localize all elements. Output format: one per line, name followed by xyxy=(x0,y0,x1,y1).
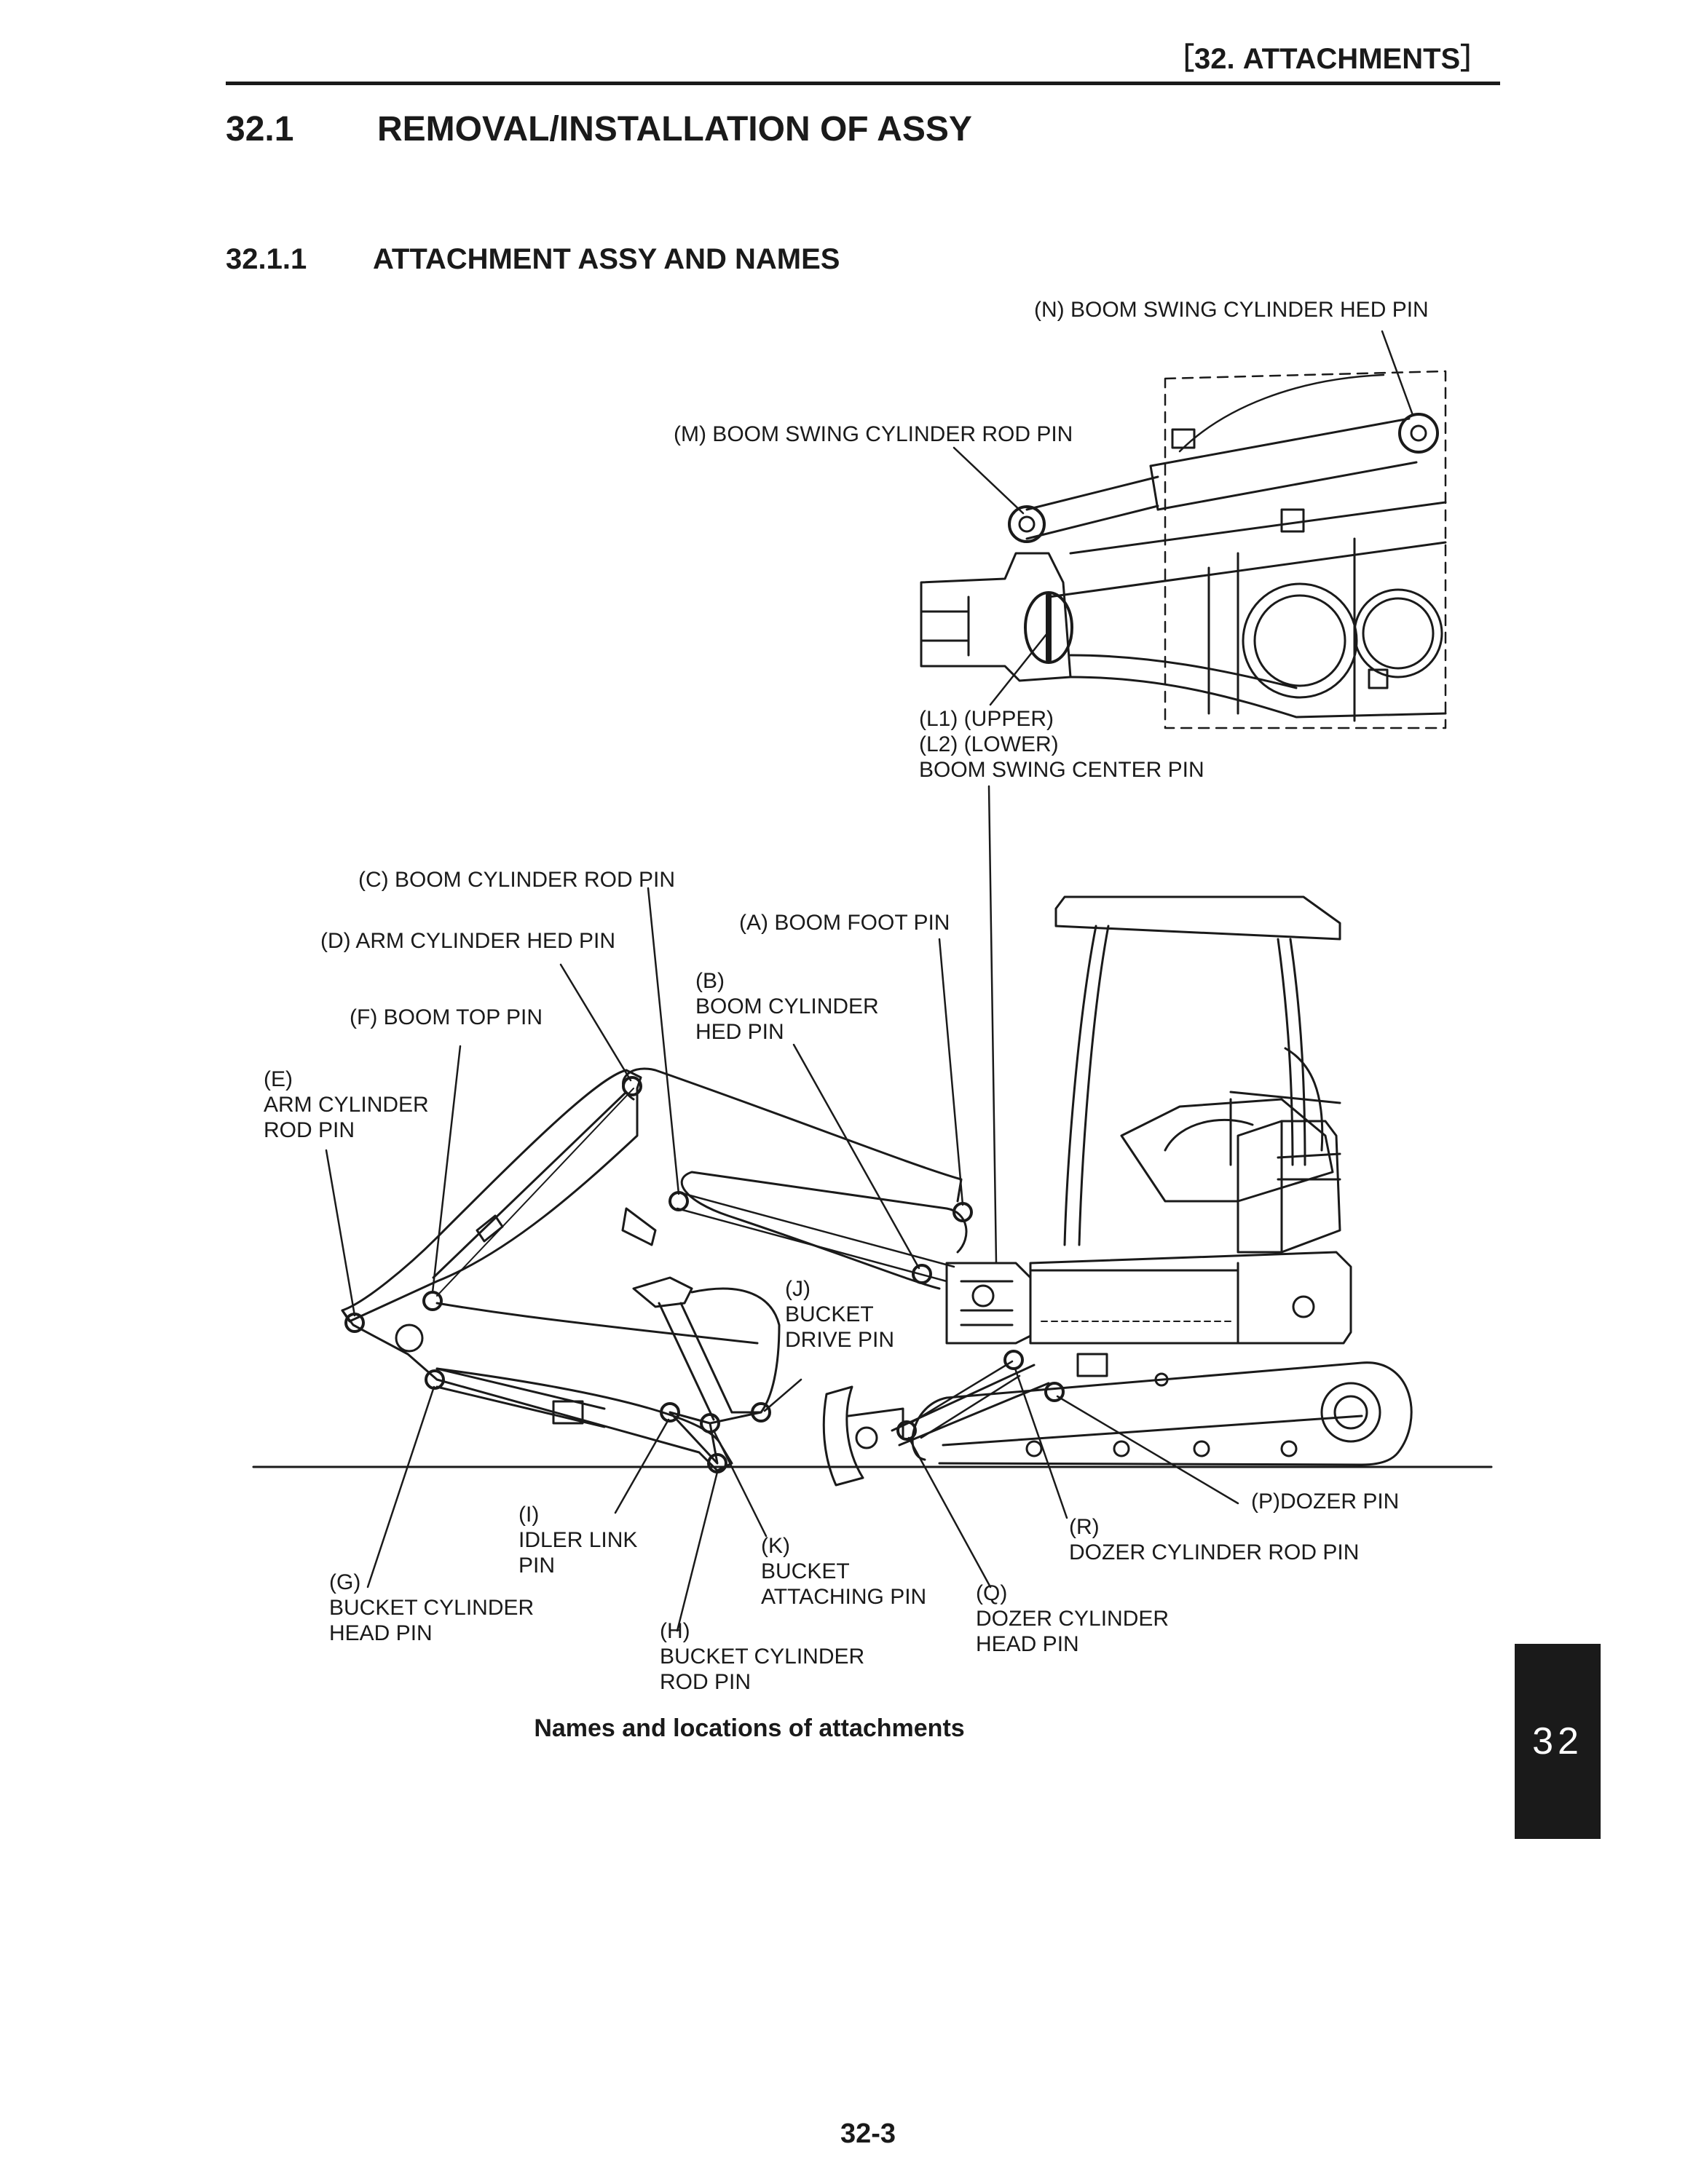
pin-f-icon xyxy=(422,1291,443,1311)
excavator-side-view xyxy=(252,895,1493,1487)
figure-caption: Names and locations of attachments xyxy=(0,1714,1688,1743)
label-n: (N) BOOM SWING CYLINDER HED PIN xyxy=(1034,298,1429,322)
running-header: ［32. ATTACHMENTS］ xyxy=(1165,43,1490,75)
subsection-number: 32.1.1 xyxy=(226,243,307,275)
label-q1: (Q) xyxy=(976,1581,1007,1605)
label-a: (A) BOOM FOOT PIN xyxy=(739,911,950,935)
label-h2: BUCKET CYLINDER xyxy=(660,1645,864,1669)
pin-e-icon xyxy=(344,1313,365,1333)
label-c: (C) BOOM CYLINDER ROD PIN xyxy=(358,868,675,892)
label-j1: (J) xyxy=(785,1277,811,1301)
pin-r-icon xyxy=(1003,1350,1024,1370)
label-g2: BUCKET CYLINDER xyxy=(329,1596,534,1620)
pin-n-icon xyxy=(1398,413,1439,454)
label-q2: DOZER CYLINDER xyxy=(976,1607,1169,1631)
label-k3: ATTACHING PIN xyxy=(761,1585,926,1609)
label-e1: (E) xyxy=(264,1067,293,1091)
label-k1: (K) xyxy=(761,1534,790,1558)
label-q3: HEAD PIN xyxy=(976,1632,1079,1656)
figure-caption-text: Names and locations of attachments xyxy=(534,1714,965,1742)
label-k2: BUCKET xyxy=(761,1559,850,1583)
pin-d-icon xyxy=(622,1076,642,1096)
label-m: (M) BOOM SWING CYLINDER ROD PIN xyxy=(674,422,1073,446)
pin-c-icon xyxy=(669,1191,689,1211)
pin-g-icon xyxy=(425,1369,445,1390)
label-i3: PIN xyxy=(518,1554,555,1578)
label-h1: (H) xyxy=(660,1619,690,1643)
subsection-title: ATTACHMENT ASSY AND NAMES xyxy=(373,243,840,275)
label-f: (F) BOOM TOP PIN xyxy=(350,1005,543,1029)
pin-p-icon xyxy=(1044,1382,1065,1402)
label-l1: (L1) (UPPER) xyxy=(919,707,1054,731)
pin-b-icon xyxy=(912,1264,932,1284)
pin-k-icon xyxy=(700,1413,720,1433)
pin-q-icon xyxy=(896,1420,917,1441)
label-l3: BOOM SWING CENTER PIN xyxy=(919,758,1204,782)
label-g1: (G) xyxy=(329,1570,360,1594)
label-g3: HEAD PIN xyxy=(329,1621,433,1645)
label-e3: ROD PIN xyxy=(264,1118,355,1142)
label-b2: BOOM CYLINDER xyxy=(695,994,879,1018)
label-p: (P)DOZER PIN xyxy=(1251,1489,1399,1514)
header-rule xyxy=(226,82,1500,85)
label-d: (D) ARM CYLINDER HED PIN xyxy=(320,929,615,953)
label-l2: (L2) (LOWER) xyxy=(919,732,1059,756)
label-r2: DOZER CYLINDER ROD PIN xyxy=(1069,1540,1359,1564)
pin-m-icon xyxy=(1008,505,1046,543)
label-b1: (B) xyxy=(695,969,725,993)
section-tab: 32 xyxy=(1515,1644,1601,1839)
section-title: REMOVAL/INSTALLATION OF ASSY xyxy=(377,110,972,149)
label-i1: (I) xyxy=(518,1503,539,1527)
pin-i-icon xyxy=(660,1402,680,1423)
label-e2: ARM CYLINDER xyxy=(264,1093,429,1117)
page-number: 32-3 xyxy=(840,2118,896,2149)
callout-labels: (N) BOOM SWING CYLINDER HED PIN (M) BOOM… xyxy=(264,298,1429,1694)
section-number: 32.1 xyxy=(226,110,294,149)
label-h3: ROD PIN xyxy=(660,1670,751,1694)
label-j2: BUCKET xyxy=(785,1302,874,1326)
label-r1: (R) xyxy=(1069,1515,1100,1539)
label-j3: DRIVE PIN xyxy=(785,1328,894,1352)
boom-swing-detail-view xyxy=(920,330,1447,729)
label-b3: HED PIN xyxy=(695,1020,784,1044)
label-i2: IDLER LINK xyxy=(518,1528,637,1552)
leader-lines xyxy=(325,785,1239,1632)
